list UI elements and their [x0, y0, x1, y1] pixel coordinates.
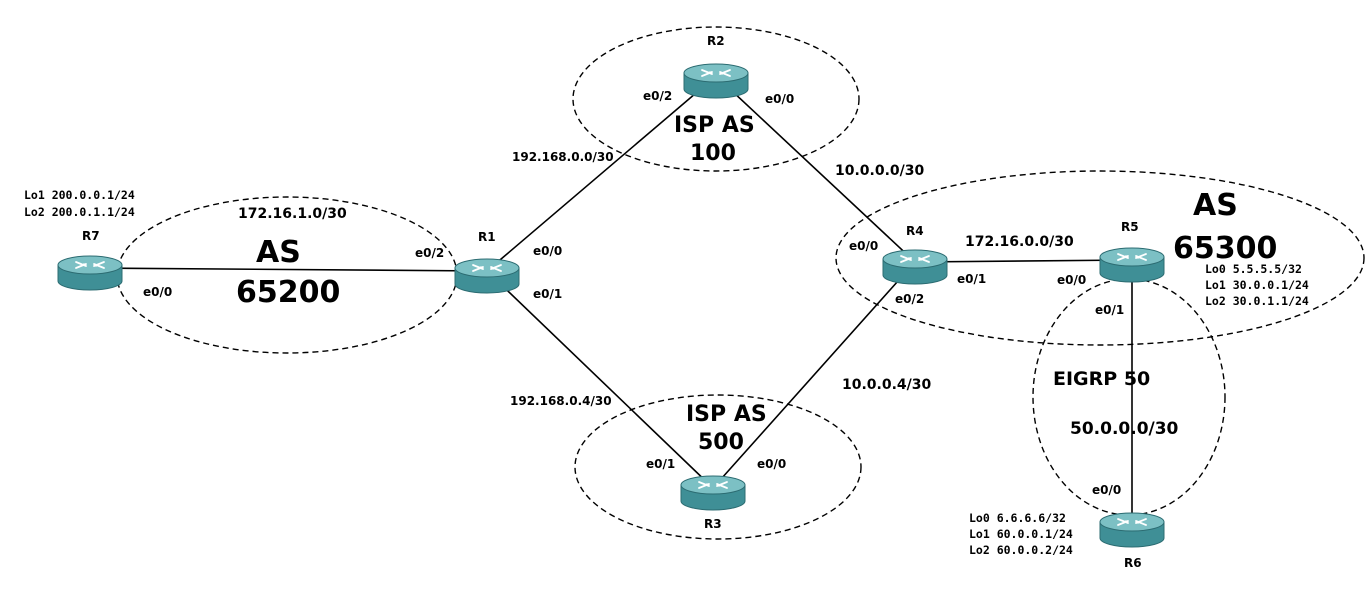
- r7-loopback-2: Lo2 200.0.1.1/24: [24, 205, 135, 219]
- iface-r3-e01: e0/1: [646, 457, 675, 471]
- region-isp100: [572, 26, 860, 172]
- router-r5[interactable]: [1099, 247, 1165, 283]
- router-label-r1: R1: [478, 230, 496, 244]
- iface-r5-e01: e0/1: [1095, 303, 1124, 317]
- iface-r7-e00: e0/0: [143, 285, 172, 299]
- iface-r6-e00: e0/0: [1092, 483, 1121, 497]
- router-r4[interactable]: [882, 249, 948, 285]
- iface-r1-e02: e0/2: [415, 246, 444, 260]
- link-r4-r5: [914, 259, 1133, 263]
- iface-r4-e00: e0/0: [849, 239, 878, 253]
- isp500-title-line1: ISP AS: [686, 402, 767, 427]
- iface-r1-e00: e0/0: [533, 244, 562, 258]
- r5-loopback-2: Lo1 30.0.0.1/24: [1205, 278, 1309, 292]
- link-r3-r4: [712, 261, 916, 489]
- isp500-title-line2: 500: [698, 430, 744, 455]
- iface-r4-e01: e0/1: [957, 272, 986, 286]
- router-label-r2: R2: [707, 34, 725, 48]
- link-r7-r1: [89, 267, 488, 272]
- iface-r2-e00: e0/0: [765, 92, 794, 106]
- router-label-r5: R5: [1121, 220, 1139, 234]
- isp100-title-line1: ISP AS: [674, 113, 755, 138]
- router-r3[interactable]: [680, 475, 746, 511]
- iface-r5-e00: e0/0: [1057, 273, 1086, 287]
- iface-r1-e01: e0/1: [533, 287, 562, 301]
- region-eigrp50: [1032, 278, 1226, 516]
- region-isp500: [574, 394, 862, 540]
- r5-loopback-1: Lo0 5.5.5.5/32: [1205, 262, 1302, 276]
- isp100-title-line2: 100: [690, 141, 736, 166]
- r6-loopback-1: Lo0 6.6.6.6/32: [969, 511, 1066, 525]
- as65200-title-line1: AS: [256, 235, 301, 270]
- as65300-title-line2: 65300: [1173, 231, 1277, 266]
- subnet-r7-r1: 172.16.1.0/30: [238, 206, 347, 222]
- iface-r4-e02: e0/2: [895, 292, 924, 306]
- r6-loopback-2: Lo1 60.0.0.1/24: [969, 527, 1073, 541]
- r7-loopback-1: Lo1 200.0.0.1/24: [24, 188, 135, 202]
- router-r1[interactable]: [454, 258, 520, 294]
- iface-r3-e00: e0/0: [757, 457, 786, 471]
- router-label-r3: R3: [704, 517, 722, 531]
- router-r2[interactable]: [683, 63, 749, 99]
- subnet-r1-r3: 192.168.0.4/30: [510, 394, 612, 408]
- router-r6[interactable]: [1099, 512, 1165, 548]
- link-r1-r2: [486, 75, 717, 272]
- r5-loopback-3: Lo2 30.0.1.1/24: [1205, 294, 1309, 308]
- link-r1-r3: [486, 270, 714, 489]
- link-r2-r4: [715, 75, 916, 263]
- subnet-r1-r2: 192.168.0.0/30: [512, 150, 614, 164]
- subnet-r4-r5: 172.16.0.0/30: [965, 234, 1074, 250]
- r6-loopback-3: Lo2 60.0.0.2/24: [969, 543, 1073, 557]
- subnet-r5-r6: 50.0.0.0/30: [1070, 419, 1179, 439]
- subnet-r3-r4: 10.0.0.4/30: [842, 377, 932, 393]
- router-r7[interactable]: [57, 255, 123, 291]
- router-label-r7: R7: [82, 229, 100, 243]
- region-as65300: [835, 170, 1365, 346]
- as65300-title-line1: AS: [1193, 188, 1238, 223]
- subnet-r2-r4: 10.0.0.0/30: [835, 163, 925, 179]
- eigrp50-title: EIGRP 50: [1053, 368, 1150, 390]
- router-label-r4: R4: [906, 224, 924, 238]
- as65200-title-line2: 65200: [236, 275, 340, 310]
- router-label-r6: R6: [1124, 556, 1142, 570]
- iface-r2-e02: e0/2: [643, 89, 672, 103]
